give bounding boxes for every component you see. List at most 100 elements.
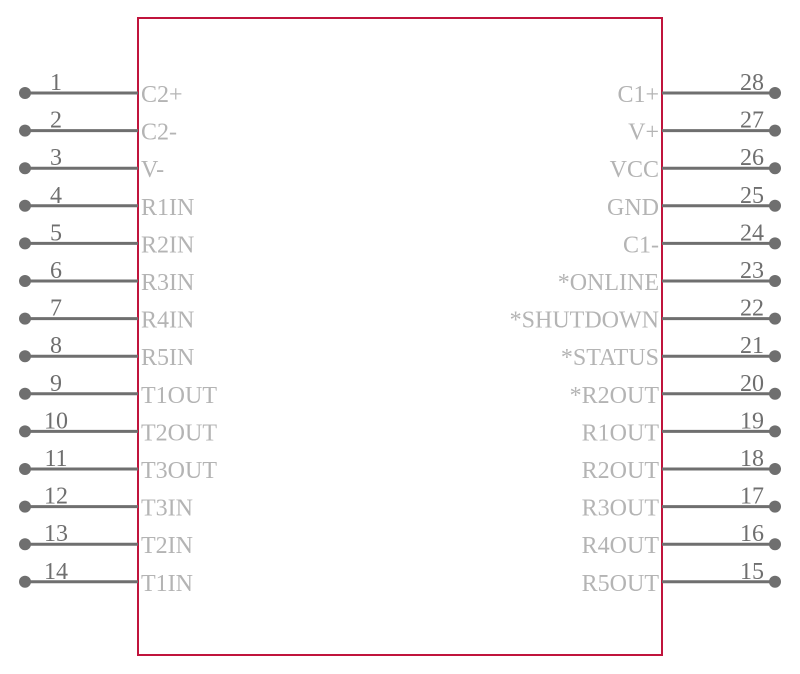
pin-name-label: R1OUT	[582, 420, 660, 446]
pin-number: 19	[740, 408, 764, 434]
pin-name-label: V-	[141, 157, 164, 183]
pin-16: 16 R4OUT	[582, 521, 781, 559]
pin-name-label: T2IN	[141, 533, 193, 559]
pin-number: 20	[740, 371, 764, 397]
pin-number: 28	[740, 70, 764, 96]
pin-3: 3 V-	[19, 145, 164, 183]
pin-20: 20 *R2OUT	[570, 371, 781, 409]
pin-name-label: R5OUT	[582, 571, 660, 597]
pin-name-label: T2OUT	[141, 420, 217, 446]
pin-17: 17 R3OUT	[582, 484, 781, 522]
pin-9: 9 T1OUT	[19, 371, 217, 409]
pin-number: 23	[740, 258, 764, 284]
pin-number: 16	[740, 521, 764, 547]
pin-number: 13	[44, 521, 68, 547]
pin-endpoint-dot	[19, 124, 31, 137]
pin-endpoint-dot	[19, 312, 31, 325]
pin-19: 19 R1OUT	[582, 408, 781, 446]
pin-5: 5 R2IN	[19, 220, 194, 258]
pin-number: 15	[740, 559, 764, 585]
pin-name-label: R3OUT	[582, 496, 660, 522]
pin-name-label: T1OUT	[141, 383, 217, 409]
pin-23: 23 *ONLINE	[558, 258, 781, 296]
pin-endpoint-dot	[19, 387, 31, 400]
pin-10: 10 T2OUT	[19, 408, 217, 446]
pin-endpoint-dot	[769, 538, 781, 551]
pin-11: 11 T3OUT	[19, 446, 217, 484]
pin-endpoint-dot	[19, 162, 31, 175]
pin-13: 13 T2IN	[19, 521, 193, 559]
pin-number: 11	[44, 446, 67, 472]
pin-number: 27	[740, 108, 764, 134]
pin-name-label: *R2OUT	[570, 383, 660, 409]
pin-7: 7 R4IN	[19, 296, 194, 334]
pin-name-label: *STATUS	[561, 345, 659, 371]
pin-name-label: C1-	[623, 232, 659, 258]
pin-number: 9	[50, 371, 62, 397]
pin-name-label: *SHUTDOWN	[510, 308, 659, 334]
pin-number: 17	[740, 484, 764, 510]
pin-number: 14	[44, 559, 68, 585]
pin-number: 5	[50, 220, 62, 246]
pin-endpoint-dot	[19, 199, 31, 212]
pin-name-label: C1+	[617, 82, 659, 108]
pin-27: 27 V+	[628, 108, 781, 146]
pin-endpoint-dot	[769, 463, 781, 475]
pin-endpoint-dot	[19, 350, 31, 363]
pin-6: 6 R3IN	[19, 258, 194, 296]
pin-endpoint-dot	[769, 199, 781, 212]
pin-15: 15 R5OUT	[582, 559, 781, 597]
pin-endpoint-dot	[769, 350, 781, 363]
pin-endpoint-dot	[19, 237, 31, 250]
pin-number: 10	[44, 408, 68, 434]
pin-name-label: GND	[607, 195, 659, 221]
pin-endpoint-dot	[769, 312, 781, 325]
pin-number: 4	[50, 183, 62, 209]
pin-name-label: R1IN	[141, 195, 194, 221]
pin-number: 18	[740, 446, 764, 472]
pin-endpoint-dot	[769, 237, 781, 250]
pin-number: 26	[740, 145, 764, 171]
pin-number: 7	[50, 296, 62, 322]
pin-number: 2	[50, 108, 62, 134]
pin-name-label: T1IN	[141, 571, 193, 597]
pin-21: 21 *STATUS	[561, 333, 781, 371]
ic-body-outline	[137, 17, 663, 656]
pin-endpoint-dot	[769, 387, 781, 400]
pin-endpoint-dot	[19, 538, 31, 551]
pin-endpoint-dot	[769, 425, 781, 438]
pin-number: 3	[50, 145, 62, 171]
pin-endpoint-dot	[19, 425, 31, 438]
pin-12: 12 T3IN	[19, 484, 193, 522]
pin-endpoint-dot	[19, 87, 31, 99]
pin-number: 1	[50, 70, 62, 96]
pin-number: 12	[44, 484, 68, 510]
pin-number: 6	[50, 258, 62, 284]
pin-endpoint-dot	[769, 500, 781, 513]
pin-name-label: R2IN	[141, 232, 194, 258]
pin-name-label: R4OUT	[582, 533, 660, 559]
pin-number: 22	[740, 296, 764, 322]
pin-name-label: *ONLINE	[558, 270, 659, 296]
pin-4: 4 R1IN	[19, 183, 194, 221]
pin-name-label: T3OUT	[141, 458, 217, 484]
pin-endpoint-dot	[769, 162, 781, 175]
pin-name-label: R4IN	[141, 308, 194, 334]
pin-name-label: V+	[628, 120, 659, 146]
pin-name-label: R3IN	[141, 270, 194, 296]
pin-name-label: T3IN	[141, 496, 193, 522]
pin-28: 28 C1+	[617, 70, 781, 108]
pin-name-label: R2OUT	[582, 458, 660, 484]
pin-number: 21	[740, 333, 764, 359]
pin-name-label: R5IN	[141, 345, 194, 371]
pin-endpoint-dot	[769, 87, 781, 99]
